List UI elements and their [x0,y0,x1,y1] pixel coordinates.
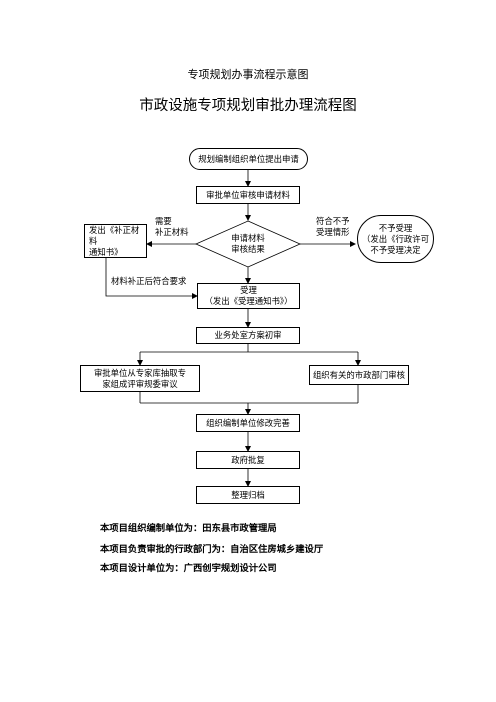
review-materials-label: 审批单位审核申请材料 [206,189,290,200]
diagram-title: 专项规划办事流程示意图 [187,68,309,81]
start-node: 规划编制组织单位提出申请 [189,148,308,170]
start-node-label: 规划编制组织单位提出申请 [198,153,299,164]
edge-label-need-line1: 需要 [155,216,172,226]
arrow-supplement-to-accept [105,258,198,299]
initial-review-node: 业务处室方案初审 [196,327,300,344]
revise-node: 组织编制单位修改完善 [196,414,300,432]
diagram-subtitle: 市政设施专项规划审批办理流程图 [139,98,357,114]
gov-approval-node: 政府批复 [196,451,300,469]
accept-line2: （发出《受理通知书》） [204,296,293,306]
edge-label-need-line2: 补正材料 [155,227,189,237]
edge-label-need-supplement: 需要 补正材料 [155,216,189,238]
decision-label-line2: 审核结果 [231,244,265,254]
footer-approval-dept: 本项目负责审批的行政部门为：自治区住房城乡建设厅 [100,544,324,555]
gov-approval-label: 政府批复 [231,454,265,465]
dept-review-node: 组织有关的市政部门审核 [309,365,409,385]
decision-label: 申请材料 审核结果 [208,233,288,255]
edge-label-no-accept-line1: 符合不予 [316,216,350,226]
review-materials-node: 审批单位审核申请材料 [196,186,300,204]
footer-org-unit: 本项目组织编制单位为：田东县市政管理局 [100,523,277,534]
supplement-notice-node: 发出《补正材料 通知书》 [84,224,147,258]
reject-node: 不予受理 （发出《行政许可 不予受理决定 [357,215,434,263]
edge-label-no-accept: 符合不予 受理情形 [316,216,350,238]
edge-label-resubmit: 材料补正后符合要求 [111,276,187,286]
archive-label: 整理归档 [231,489,265,500]
expert-review-line1: 审批单位从专家库抽取专 [93,367,187,378]
decision-label-line1: 申请材料 [231,233,265,243]
reject-line2: （发出《行政许可 [362,233,429,244]
reject-line3: 不予受理决定 [370,244,421,255]
reject-line1: 不予受理 [378,222,413,233]
initial-review-label: 业务处室方案初审 [214,330,282,340]
edge-label-no-accept-line2: 受理情形 [316,227,350,237]
accept-line1: 受理 [240,285,257,295]
expert-review-node: 审批单位从专家库抽取专 家组成评审规委审议 [80,365,200,392]
footer-design-unit: 本项目设计单位为：广西创宇规划设计公司 [100,563,277,574]
dept-review-label: 组织有关的市政部门审核 [312,369,406,380]
accept-node: 受理 （发出《受理通知书》） [197,283,300,309]
supplement-notice-line2: 通知书》 [89,247,123,257]
supplement-notice-line1: 发出《补正材料 [89,225,140,246]
expert-review-line2: 家组成评审规委审议 [102,378,178,389]
revise-label: 组织编制单位修改完善 [206,417,290,428]
archive-node: 整理归档 [196,486,300,504]
